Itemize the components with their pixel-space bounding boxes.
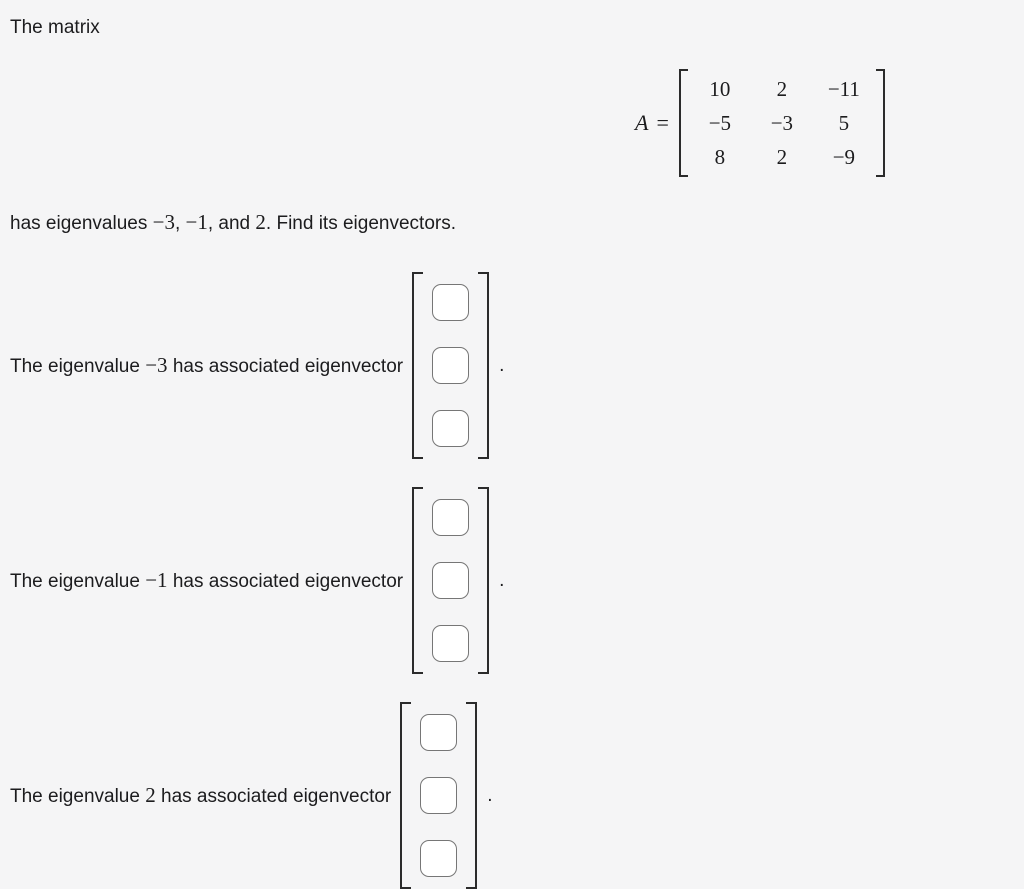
vector-bracket-right [478,272,490,460]
eigenvector-1-component-3-input[interactable] [432,410,470,448]
matrix-cell: −5 [708,110,732,135]
statement-text: . Find its eigenvectors. [265,212,456,234]
eigenvalue-value: −3 [145,353,168,378]
eigenvalue-value: 2 [255,209,266,234]
eigenvalue-value: −1 [185,209,208,234]
question-label: The eigenvalue −3 has associated eigenve… [10,352,403,380]
period: . [499,354,505,376]
vector-components [423,272,478,459]
label-text: The eigenvalue [10,571,146,593]
problem-intro: The matrix [10,17,100,38]
matrix-cell: 2 [776,144,788,169]
eigenvector-1-component-2-input[interactable] [432,347,470,385]
eigenvector-answer-vector [400,702,478,889]
eigenvector-2-component-3-input[interactable] [432,625,470,663]
eigenvalue-value: −3 [152,209,175,234]
statement-text: has eigenvalues [10,212,153,234]
eigenvector-question-row: The eigenvalue 2 has associated eigenvec… [10,702,493,889]
eigenvector-3-component-1-input[interactable] [420,714,458,752]
matrix-cell: 8 [714,144,726,169]
vector-bracket-left [400,702,412,889]
vector-components [423,487,478,674]
matrix-cell: −11 [827,76,860,101]
eigenvector-question-row: The eigenvalue −3 has associated eigenve… [10,272,505,460]
matrix-equation-lhs: A= [635,110,669,136]
label-text: The eigenvalue [10,356,146,378]
question-label: The eigenvalue 2 has associated eigenvec… [10,782,391,810]
label-text: has associated eigenvector [167,571,404,593]
vector-bracket-left [412,487,424,675]
eigenvector-answer-vector [412,272,490,460]
vector-bracket-left [412,272,424,460]
matrix-cell: 2 [776,76,788,101]
vector-bracket-right [478,487,490,675]
matrix-entries: 10 2 −11 −5 −3 5 8 2 −9 [688,69,876,177]
vector-components [411,702,466,889]
eigenvector-question-row: The eigenvalue −1 has associated eigenve… [10,487,505,675]
question-label: The eigenvalue −1 has associated eigenve… [10,567,403,595]
eigenvalue-value: 2 [145,783,156,808]
eigenvector-answer-vector [412,487,490,675]
period: . [499,569,505,591]
eigenvector-2-component-1-input[interactable] [432,499,470,537]
matrix-cell: 5 [838,110,850,135]
matrix-cell: −9 [832,144,856,169]
equals-sign: = [656,109,669,135]
problem-statement: has eigenvalues −3, −1, and 2. Find its … [10,209,1024,237]
period: . [487,784,493,806]
eigenvector-3-component-3-input[interactable] [420,840,458,878]
eigenvalue-value: −1 [145,568,168,593]
statement-text: , [174,212,186,234]
label-text: The eigenvalue [10,786,146,808]
vector-bracket-right [466,702,478,889]
matrix-bracket-left [678,68,688,177]
matrix-bracket-right [875,68,885,177]
statement-text: , and [207,212,256,234]
eigenvector-3-component-2-input[interactable] [420,777,458,815]
matrix-variable: A [635,109,649,135]
eigenvector-1-component-1-input[interactable] [432,284,470,322]
matrix-cell: −3 [770,110,794,135]
label-text: has associated eigenvector [167,356,404,378]
eigenvector-2-component-2-input[interactable] [432,562,470,600]
matrix-cell: 10 [709,76,731,101]
label-text: has associated eigenvector [155,786,392,808]
